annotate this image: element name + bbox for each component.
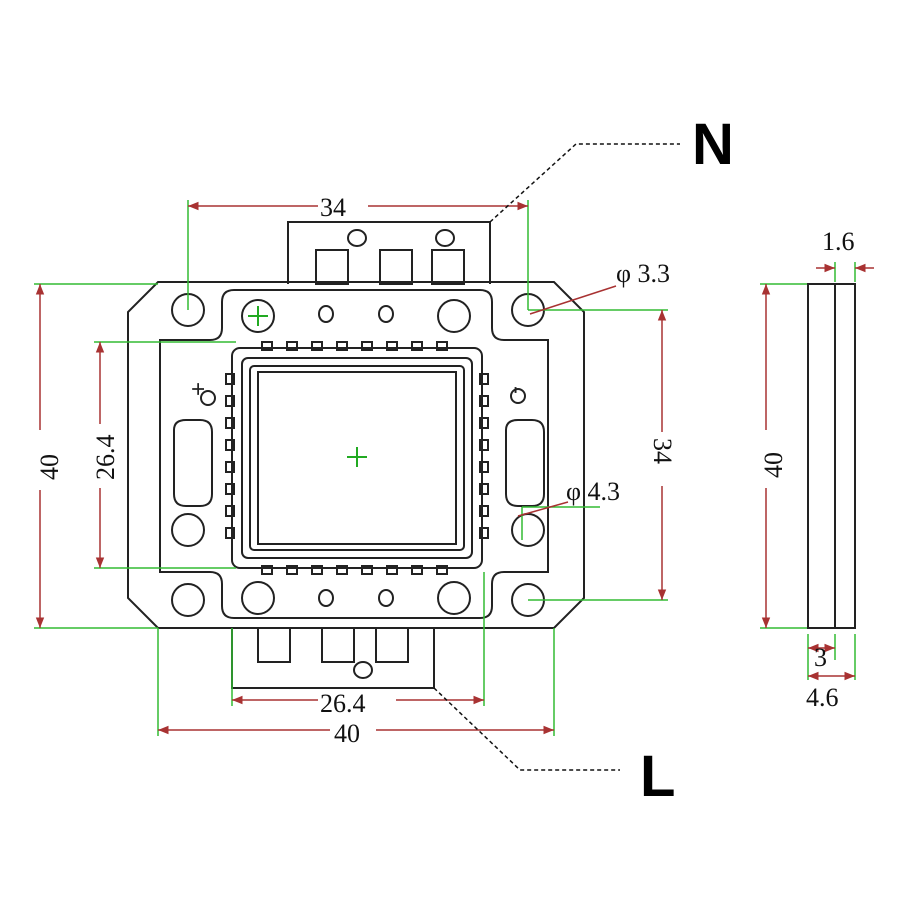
dim-side-top: 1.6 — [822, 227, 855, 256]
center-marks — [248, 306, 367, 467]
dim-right-height: 34 — [648, 438, 677, 464]
frame-tooth — [411, 341, 423, 351]
mounting-holes — [171, 293, 545, 617]
side-view — [807, 283, 856, 629]
dim-hole-large: φ 4.3 — [566, 477, 620, 506]
frame-tooth — [386, 565, 398, 575]
frame-tooth — [479, 483, 489, 495]
frame-tooth — [286, 341, 298, 351]
frame-tooth — [336, 341, 348, 351]
frame-tooth — [225, 373, 235, 385]
plus-sign: + — [185, 382, 212, 396]
frame-tooth — [361, 565, 373, 575]
dim-side-height: 40 — [759, 452, 788, 478]
frame-tooth — [311, 565, 323, 575]
n-label: N — [692, 112, 734, 177]
frame-tooth — [225, 505, 235, 517]
dimension-lines — [35, 201, 874, 735]
frame-tooth — [479, 527, 489, 539]
frame-tooth — [225, 417, 235, 429]
frame-tooth — [361, 341, 373, 351]
dim-bottom-inner: 26.4 — [320, 689, 366, 718]
frame-tooth — [225, 483, 235, 495]
frame-tooth — [479, 417, 489, 429]
frame-tooth — [436, 565, 448, 575]
top-contacts — [315, 229, 465, 285]
dim-top-width: 34 — [320, 193, 346, 222]
extension-lines — [34, 200, 856, 736]
frame-tooth — [386, 341, 398, 351]
frame-tooth — [479, 461, 489, 473]
frame-tooth — [479, 439, 489, 451]
frame-teeth — [225, 341, 489, 575]
dim-side-total: 4.6 — [806, 683, 839, 712]
frame-tooth — [225, 461, 235, 473]
side-slots — [173, 419, 545, 507]
bottom-contacts — [257, 627, 409, 679]
l-label: L — [640, 744, 675, 809]
lead-leaders — [433, 143, 680, 771]
frame-tooth — [479, 373, 489, 385]
frame-tooth — [225, 527, 235, 539]
heatsink-frame — [231, 347, 483, 569]
minus-sign: - — [501, 386, 528, 394]
frame-tooth — [225, 395, 235, 407]
frame-tooth — [436, 341, 448, 351]
frame-tooth — [261, 341, 273, 351]
frame-tooth — [286, 565, 298, 575]
frame-tooth — [261, 565, 273, 575]
frame-tooth — [336, 565, 348, 575]
dim-left-height: 40 — [35, 454, 64, 480]
frame-tooth — [479, 505, 489, 517]
frame-tooth — [311, 341, 323, 351]
frame-tooth — [479, 395, 489, 407]
dim-side-inner: 3 — [814, 643, 827, 672]
dim-bottom-width: 40 — [334, 719, 360, 748]
frame-tooth — [411, 565, 423, 575]
dim-hole-small: φ 3.3 — [616, 259, 670, 288]
frame-tooth — [225, 439, 235, 451]
dim-inner-height: 26.4 — [91, 435, 120, 481]
